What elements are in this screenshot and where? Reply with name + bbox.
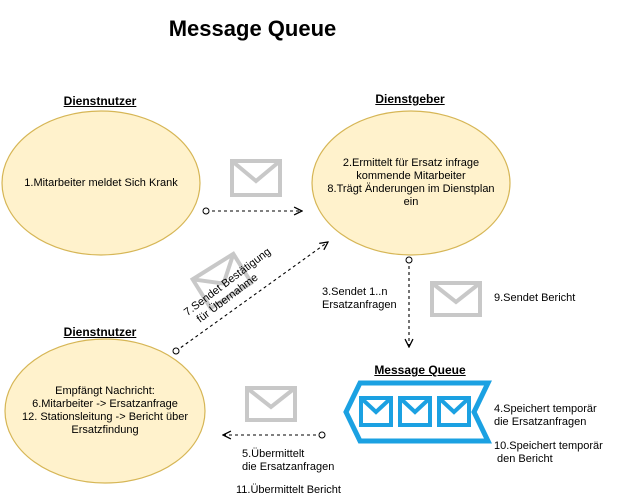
- queue-message-icon: [437, 396, 471, 427]
- label-deliver-report: 11.Übermittelt Bericht: [236, 484, 341, 496]
- employer-text: 2.Ermittelt für Ersatz infrage kommende …: [314, 150, 508, 216]
- user-bottom-text: Empfängt Nachricht: 6.Mitarbeiter -> Ers…: [7, 380, 203, 442]
- node-line: kommende Mitarbeiter: [356, 170, 466, 182]
- employer-header: Dienstgeber: [375, 92, 445, 106]
- label-line: Ersatzanfragen: [322, 299, 397, 311]
- envelope-icon: [230, 159, 282, 197]
- label-deliver-requests: 5.Übermittelt die Ersatzanfragen: [242, 448, 362, 474]
- user-top-ellipse[interactable]: [1, 110, 201, 256]
- node-line: 8.Trägt Änderungen im Dienstplan: [327, 183, 495, 195]
- queue-icon[interactable]: [343, 380, 492, 444]
- label-store-requests: 4.Speichert temporär die Ersatzanfragen: [494, 403, 619, 429]
- queue-message-icon: [398, 396, 432, 427]
- node-line: Ersatzfindung: [71, 424, 139, 436]
- node-line: 1.Mitarbeiter meldet Sich Krank: [24, 176, 178, 189]
- node-line: 6.Mitarbeiter -> Ersatzanfrage: [32, 398, 178, 410]
- label-line: 10.Speichert temporär: [494, 440, 603, 452]
- edge-confirmation[interactable]: [172, 242, 328, 355]
- user-top-header: Dienstnutzer: [63, 94, 137, 108]
- label-send-report: 9.Sendet Bericht: [494, 292, 576, 304]
- label-line: 3.Sendet 1..n: [322, 286, 388, 298]
- user-top-text: 1.Mitarbeiter meldet Sich Krank: [4, 160, 198, 206]
- label-store-report: 10.Speichert temporär den Bericht: [494, 440, 619, 466]
- edge-deliver[interactable]: [223, 432, 326, 438]
- label-send-requests: 3.Sendet 1..n Ersatzanfragen: [322, 286, 412, 312]
- queue-message-icon: [359, 396, 393, 427]
- queue-header: Message Queue: [374, 363, 466, 377]
- edge-send-to-queue[interactable]: [406, 256, 412, 347]
- user-bottom-header: Dienstnutzer: [63, 325, 137, 339]
- label-line: den Bericht: [497, 453, 553, 465]
- envelope-icon: [430, 281, 482, 317]
- node-line: 12. Stationsleitung -> Bericht über: [21, 411, 188, 423]
- envelope-icon: [189, 251, 255, 311]
- employer-ellipse[interactable]: [311, 110, 511, 256]
- label-line: 5.Übermittelt: [242, 448, 305, 460]
- envelope-icon: [245, 386, 297, 422]
- label-line: die Ersatzanfragen: [494, 416, 587, 428]
- label-line: die Ersatzanfragen: [242, 461, 335, 473]
- user-bottom-ellipse[interactable]: [4, 338, 206, 484]
- node-line: 2.Ermittelt für Ersatz infrage: [342, 157, 480, 169]
- node-line: Empfängt Nachricht:: [55, 385, 155, 397]
- label-line: 4.Speichert temporär: [494, 403, 597, 415]
- node-line: ein: [403, 196, 419, 208]
- diagram-title: Message Queue: [168, 16, 337, 41]
- edge-report-sick[interactable]: [202, 208, 302, 214]
